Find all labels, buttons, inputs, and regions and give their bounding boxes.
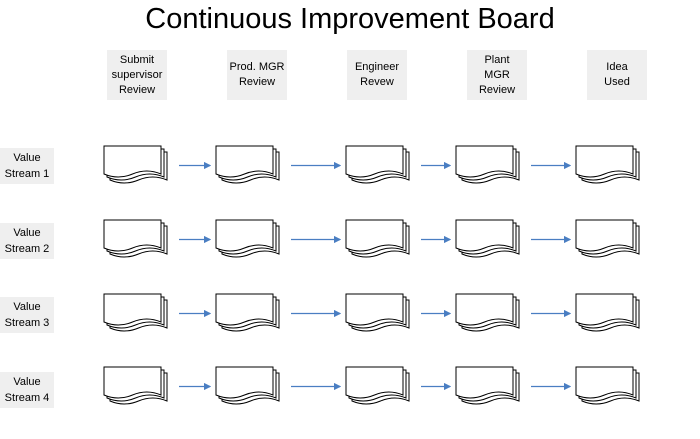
document-stack-layer: [103, 145, 640, 405]
value-stream-label: Value Stream 2: [4, 227, 50, 255]
document-sheet: [215, 366, 274, 399]
document-sheet: [215, 145, 274, 178]
document-stack-stream-1-stage-3: [345, 145, 410, 184]
document-stack-stream-1-stage-1: [103, 145, 168, 184]
document-stack-stream-2-stage-2: [215, 219, 280, 258]
document-sheet: [455, 366, 514, 399]
document-sheet: [345, 366, 404, 399]
document-sheet: [575, 219, 634, 252]
document-stack-stream-2-stage-1: [103, 219, 168, 258]
value-stream-label: Value Stream 4: [4, 376, 50, 404]
document-sheet: [215, 293, 274, 326]
document-sheet: [103, 145, 162, 178]
stage-header-plant-mgr-review: Plant MGR Review: [467, 50, 527, 100]
document-stack-stream-4-stage-4: [455, 366, 520, 405]
document-stack-stream-1-stage-2: [215, 145, 280, 184]
value-stream-3-label: Value Stream 3: [0, 297, 54, 333]
stage-label: Submit supervisor Review: [111, 53, 163, 96]
document-stack-stream-3-stage-3: [345, 293, 410, 332]
document-sheet: [103, 219, 162, 252]
document-sheet: [455, 293, 514, 326]
stage-label: Prod. MGR Review: [229, 61, 285, 88]
document-sheet: [575, 366, 634, 399]
document-stack-stream-4-stage-3: [345, 366, 410, 405]
document-stack-stream-3-stage-2: [215, 293, 280, 332]
page-title: Continuous Improvement Board: [145, 3, 555, 35]
arrow-layer: [179, 161, 572, 391]
document-sheet: [103, 293, 162, 326]
document-sheet: [455, 219, 514, 252]
document-stack-stream-4-stage-2: [215, 366, 280, 405]
document-stack-stream-3-stage-1: [103, 293, 168, 332]
document-sheet: [455, 145, 514, 178]
stage-header-engineer-revew: Engineer Revew: [347, 50, 407, 100]
document-stack-stream-2-stage-3: [345, 219, 410, 258]
document-sheet: [215, 219, 274, 252]
document-sheet: [345, 219, 404, 252]
value-stream-4-label: Value Stream 4: [0, 372, 54, 408]
document-stack-stream-4-stage-1: [103, 366, 168, 405]
document-stack-stream-1-stage-4: [455, 145, 520, 184]
document-sheet: [103, 366, 162, 399]
document-sheet: [345, 145, 404, 178]
stage-label: Idea Used: [604, 61, 630, 88]
document-stack-stream-3-stage-5: [575, 293, 640, 332]
document-stack-stream-1-stage-5: [575, 145, 640, 184]
stage-header-submit-supervisor-review: Submit supervisor Review: [107, 50, 167, 100]
value-stream-2-label: Value Stream 2: [0, 223, 54, 259]
document-stack-stream-4-stage-5: [575, 366, 640, 405]
stage-label: Plant MGR Review: [478, 53, 516, 96]
value-stream-label: Value Stream 1: [4, 152, 50, 180]
document-stack-stream-2-stage-5: [575, 219, 640, 258]
stage-header-idea-used: Idea Used: [587, 50, 647, 100]
value-stream-label: Value Stream 3: [4, 301, 50, 329]
document-stack-stream-2-stage-4: [455, 219, 520, 258]
stage-label: Engineer Revew: [354, 61, 400, 88]
document-sheet: [345, 293, 404, 326]
value-stream-1-label: Value Stream 1: [0, 148, 54, 184]
document-sheet: [575, 145, 634, 178]
document-stack-stream-3-stage-4: [455, 293, 520, 332]
document-sheet: [575, 293, 634, 326]
stage-header-prod-mgr-review: Prod. MGR Review: [227, 50, 287, 100]
